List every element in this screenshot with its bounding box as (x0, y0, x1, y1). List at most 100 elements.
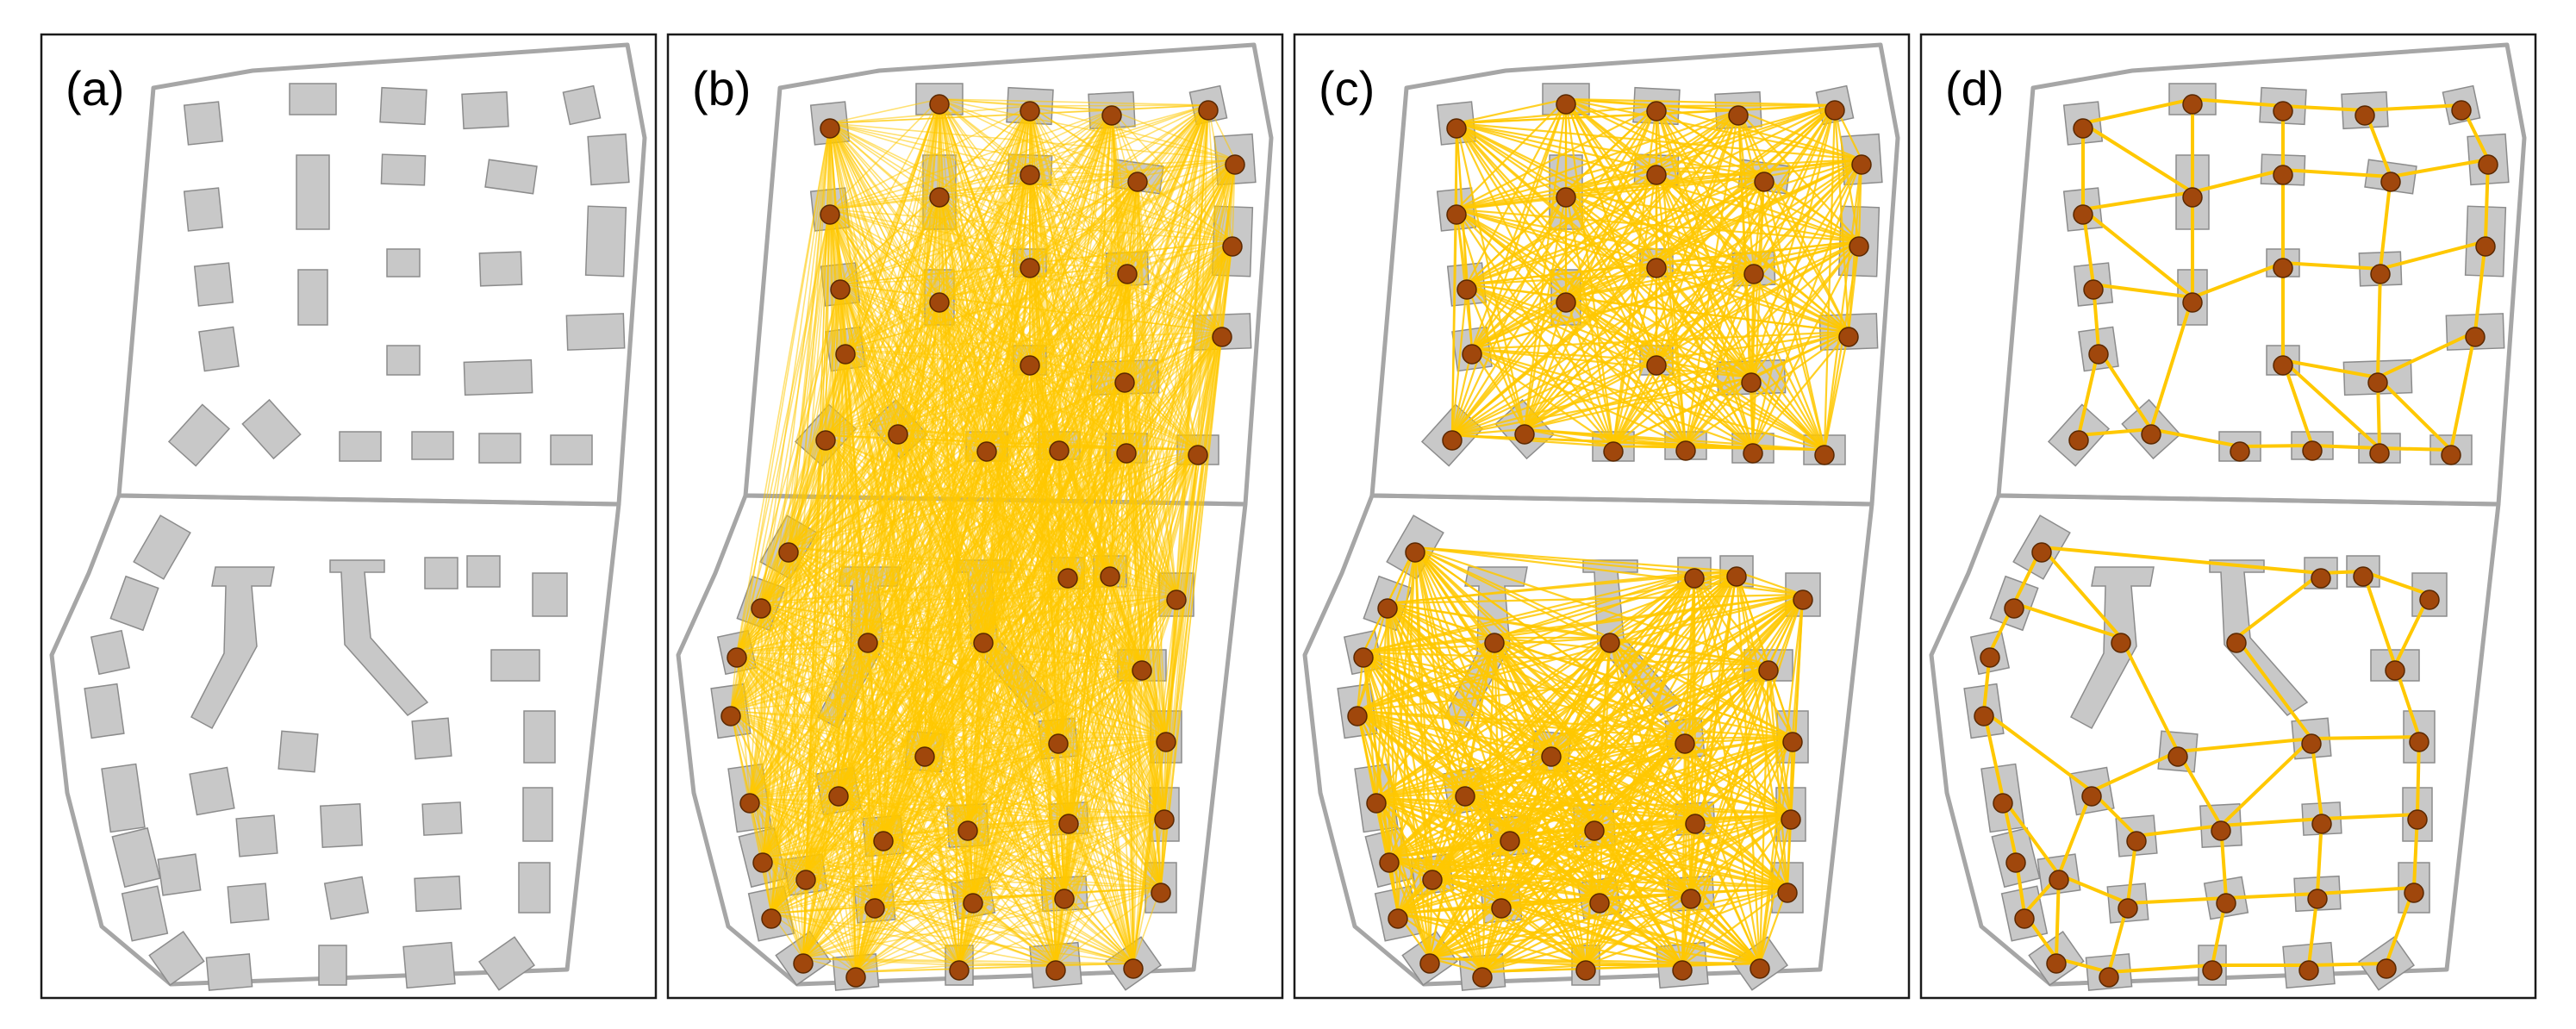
building (297, 269, 328, 326)
node (2367, 372, 2388, 393)
edge (1735, 570, 1770, 667)
edge (1762, 175, 1861, 243)
edge (1463, 636, 1612, 793)
edge (805, 814, 1165, 876)
edge (883, 664, 1143, 837)
node (1675, 733, 1695, 754)
edge (838, 790, 857, 973)
edge (736, 377, 1126, 653)
edge (1176, 449, 1199, 596)
node (914, 746, 935, 767)
building (121, 885, 169, 942)
building (478, 936, 535, 991)
node (1726, 566, 1747, 587)
edge (805, 664, 1143, 876)
building (198, 326, 240, 372)
edge (1388, 636, 1612, 859)
node (1584, 820, 1605, 841)
building (148, 930, 205, 987)
edge (749, 637, 984, 799)
edge (1176, 159, 1236, 596)
edge (1737, 103, 1837, 112)
edges-layer (1356, 97, 1863, 974)
edge (2081, 208, 2194, 299)
edge (1375, 789, 1467, 800)
edge (825, 434, 1177, 596)
building (90, 629, 131, 676)
edge (867, 637, 1165, 815)
edge (829, 104, 1209, 210)
building (319, 803, 364, 848)
edge (2191, 168, 2285, 194)
edge (805, 874, 876, 904)
edge (1655, 261, 1756, 271)
node (1750, 958, 1770, 979)
edge (1550, 750, 1693, 895)
edge (1564, 97, 1837, 107)
node (2407, 809, 2428, 830)
edge (845, 105, 1031, 350)
edge (805, 874, 974, 899)
edge (924, 738, 1059, 752)
edge (1450, 208, 1458, 437)
edge (939, 296, 1031, 361)
edge (1465, 283, 1755, 450)
edge (867, 637, 876, 904)
node (1681, 889, 1701, 909)
edge (2224, 892, 2319, 900)
edge (867, 637, 969, 826)
edge (1463, 789, 1693, 895)
edge (1057, 445, 1060, 739)
edge (1523, 376, 1753, 431)
south-block-outline (49, 493, 621, 987)
edge (2001, 796, 2061, 876)
edge (1375, 593, 1805, 800)
north-block-outline (743, 42, 1274, 507)
edge (1752, 103, 1837, 271)
node (2049, 870, 2069, 890)
building (205, 953, 253, 991)
edge (1375, 636, 1496, 800)
edge (1584, 570, 1738, 967)
node (795, 870, 816, 890)
edge (762, 857, 1065, 895)
edge (1068, 449, 1199, 820)
edge (1608, 636, 1697, 820)
panel-c: (c) (1293, 33, 1911, 1000)
node (1472, 967, 1493, 988)
edge (839, 191, 940, 285)
edge (1523, 330, 1850, 431)
edge (1689, 886, 1789, 895)
building (157, 853, 202, 896)
edge (1608, 593, 1805, 639)
building (323, 876, 370, 920)
edge (1375, 796, 1431, 960)
nodes-layer (1974, 94, 2498, 988)
edge (1455, 208, 1658, 265)
edge (788, 449, 1199, 548)
node (2230, 441, 2250, 462)
edge (2057, 789, 2093, 876)
node (2014, 908, 2035, 929)
node (2369, 443, 2390, 464)
node (2273, 101, 2293, 122)
edge (2092, 283, 2194, 299)
edge (958, 571, 1111, 966)
edge (1455, 122, 1615, 448)
edge (2307, 962, 2388, 967)
edge (1141, 449, 1199, 666)
building (109, 575, 159, 632)
building (241, 398, 302, 460)
edge (1450, 359, 1658, 437)
edge (939, 104, 1209, 193)
edge (760, 445, 1060, 604)
node (1484, 633, 1505, 653)
node (1446, 118, 1467, 139)
node (1782, 732, 1803, 752)
edge (2389, 158, 2490, 178)
node (2005, 852, 2026, 873)
edge (1029, 262, 1128, 270)
edge (1500, 570, 1738, 905)
edge (1683, 571, 1696, 740)
